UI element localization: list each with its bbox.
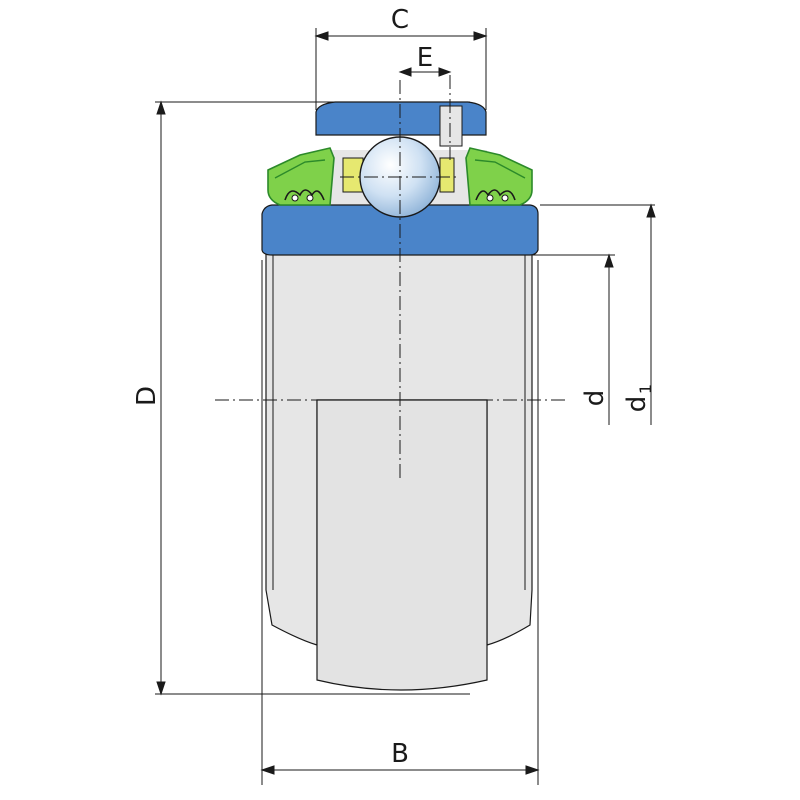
- label-d-bore: d: [580, 390, 610, 407]
- outer-ring-top: [315, 101, 487, 147]
- label-d1: d 1: [622, 384, 655, 412]
- center-lines: [215, 75, 565, 480]
- seal-left: [267, 147, 335, 206]
- seal-right: [465, 147, 533, 206]
- dimension-lines: [155, 28, 656, 785]
- cage: [342, 157, 455, 193]
- inner-ring: [265, 150, 533, 691]
- label-d1-sub: 1: [636, 384, 655, 394]
- label-c: C: [391, 5, 409, 35]
- label-d-outer: D: [132, 386, 162, 406]
- label-b: B: [391, 739, 409, 769]
- label-d1-main: d: [622, 396, 652, 413]
- label-e: E: [417, 43, 433, 73]
